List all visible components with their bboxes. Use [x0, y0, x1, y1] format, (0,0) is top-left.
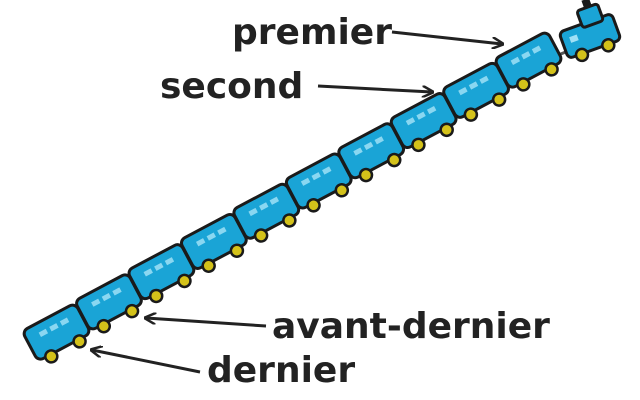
label-second: second — [160, 66, 303, 107]
wagon-icon — [494, 31, 563, 92]
label-premier: premier — [232, 12, 392, 53]
wagon-icon — [127, 243, 196, 304]
label-dernier: dernier — [207, 350, 355, 391]
wagon-icon — [337, 122, 406, 183]
label-avant-dernier: avant-dernier — [272, 306, 550, 347]
arrow-premier — [391, 30, 502, 44]
train-wagons — [22, 31, 563, 364]
locomotive-icon — [558, 0, 622, 63]
arrow-dernier — [92, 350, 201, 374]
arrow-second — [317, 84, 432, 92]
arrow-avant-dernier — [146, 318, 267, 328]
wagon-icon — [22, 303, 91, 364]
